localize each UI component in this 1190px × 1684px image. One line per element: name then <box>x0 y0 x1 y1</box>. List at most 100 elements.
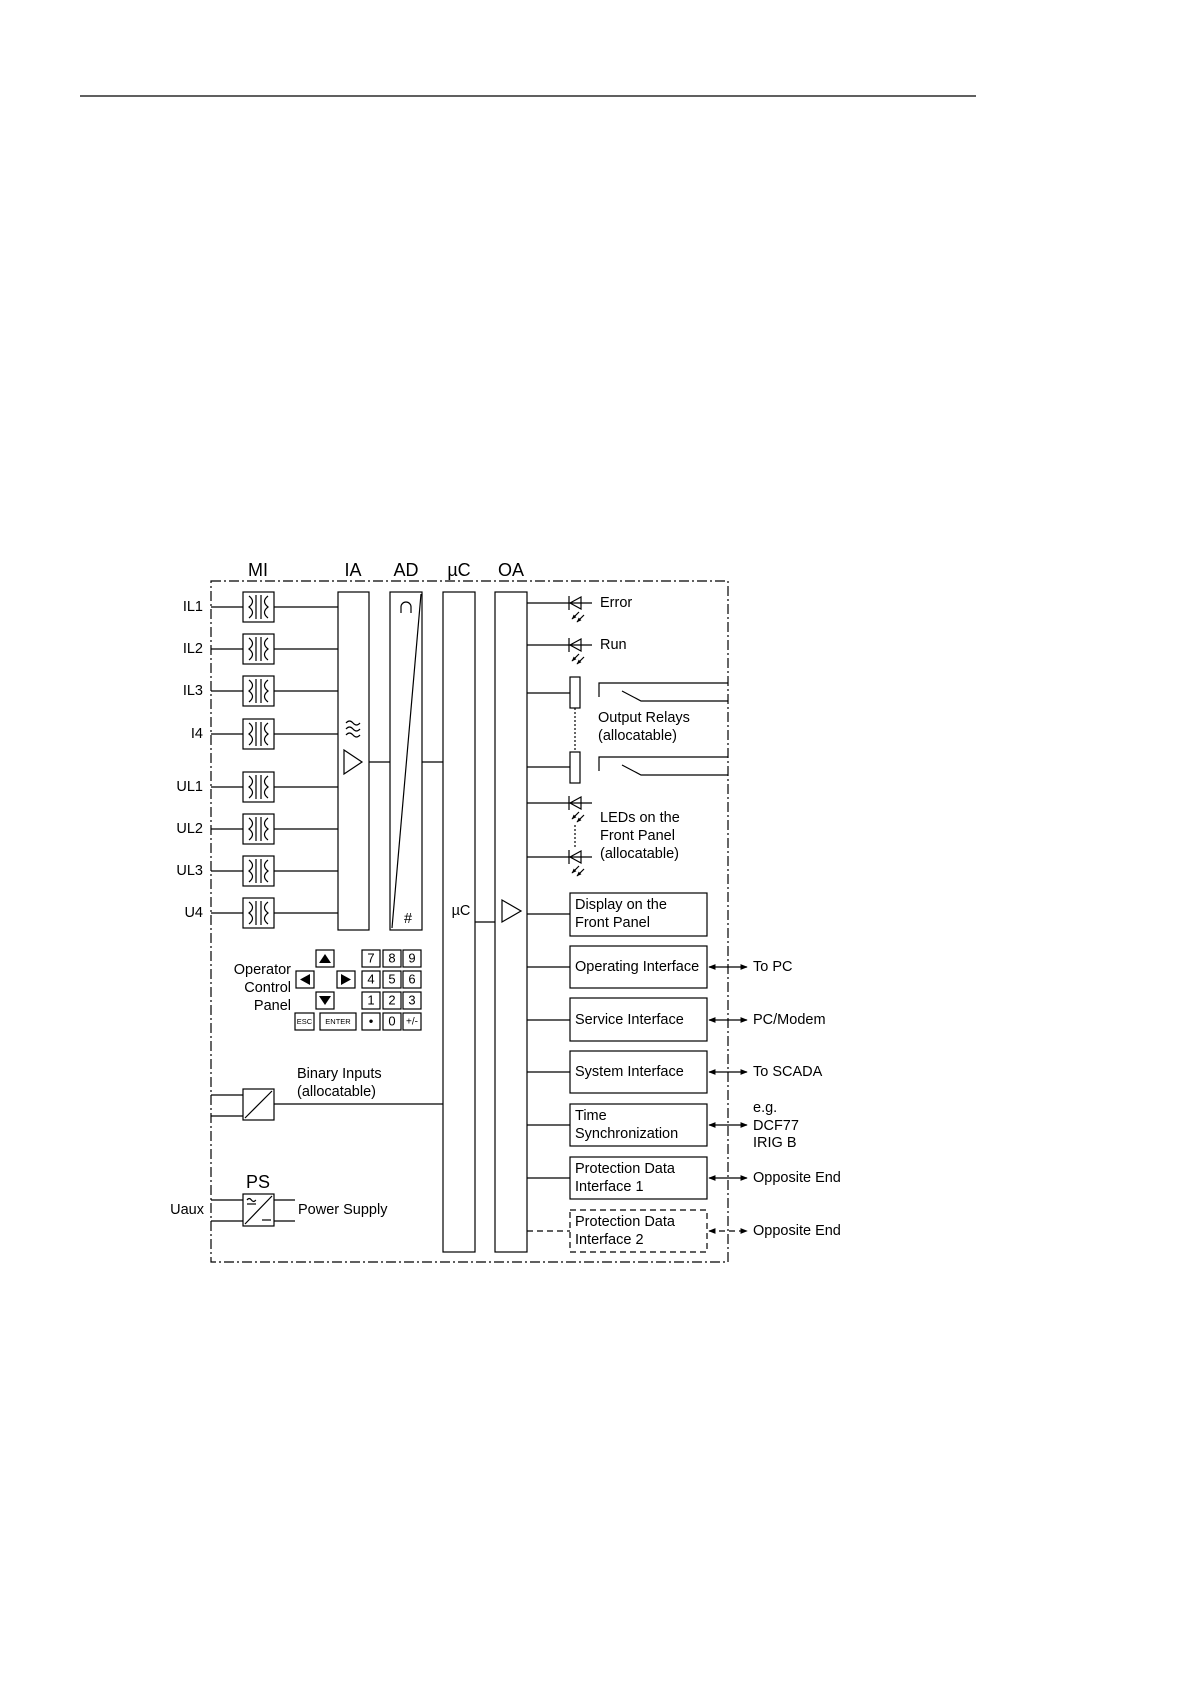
filter-icon <box>345 720 361 738</box>
device-boundary <box>210 580 729 1263</box>
input-amplifier-block <box>337 591 390 931</box>
measuring-inputs: IL1 IL2 IL3 <box>176 591 338 929</box>
transformer-icon <box>242 718 275 750</box>
keypad-key: 4 <box>361 970 381 989</box>
header-oa: OA <box>498 560 524 580</box>
svg-text:3: 3 <box>408 992 415 1007</box>
panel-label: Panel <box>254 998 291 1014</box>
keypad-key: +/- <box>402 1012 422 1031</box>
keypad-key: 0 <box>382 1012 402 1031</box>
keypad-key: 9 <box>402 949 422 968</box>
power-supply-label: Power Supply <box>298 1202 388 1218</box>
time-sync-interface: Time Synchronization e.g. DCF77 IRIG B <box>527 1100 799 1151</box>
interface-label: Protection Data <box>575 1161 676 1177</box>
svg-text:7: 7 <box>367 950 374 965</box>
operating-interface: Operating Interface To PC <box>527 945 793 989</box>
power-supply-header: PS <box>246 1172 270 1192</box>
output-relays: Output Relays (allocatable) <box>527 676 728 784</box>
keypad-key: 7 <box>361 949 381 968</box>
arrow-right-key-icon <box>336 970 356 989</box>
interface-label: Front Panel <box>575 915 650 931</box>
power-supply: PS Uaux Power Supply <box>170 1172 388 1227</box>
arrow-down-key-icon <box>315 991 335 1010</box>
ac-dc-converter-icon <box>242 1193 275 1227</box>
optocoupler-icon <box>242 1088 275 1121</box>
output-relays-note: (allocatable) <box>598 728 677 744</box>
error-label: Error <box>600 595 632 611</box>
amplifier-icon <box>343 748 364 776</box>
input-label: UL3 <box>176 863 203 879</box>
relay-contact-icon <box>598 756 728 776</box>
numeric-keypad: 7 8 9 4 5 6 1 2 3 • 0 +/- <box>361 949 422 1031</box>
error-led: Error <box>527 595 632 623</box>
led-icon <box>568 637 585 665</box>
front-leds-label: Front Panel <box>600 828 675 844</box>
keypad-key: • <box>361 1012 381 1031</box>
ad-converter-block: # <box>389 591 443 931</box>
input-row: IL2 <box>183 633 338 665</box>
aux-voltage-label: Uaux <box>170 1202 205 1218</box>
svg-text:9: 9 <box>408 950 415 965</box>
interface-label: System Interface <box>575 1064 684 1080</box>
input-label: UL1 <box>176 779 203 795</box>
interface-target: To PC <box>753 959 793 975</box>
system-interface: System Interface To SCADA <box>527 1050 823 1094</box>
svg-text:+/-: +/- <box>406 1017 418 1028</box>
interface-target: To SCADA <box>753 1064 823 1080</box>
input-row: IL1 <box>183 591 338 623</box>
interface-target: Opposite End <box>753 1170 841 1186</box>
led-icon <box>568 595 585 623</box>
input-label: IL2 <box>183 641 203 657</box>
svg-text:4: 4 <box>367 971 374 986</box>
transformer-icon <box>242 771 275 803</box>
microcontroller-block: µC <box>442 591 495 1253</box>
arrow-up-key-icon <box>315 949 335 968</box>
esc-key: ESC <box>294 1012 315 1031</box>
transformer-icon <box>242 897 275 929</box>
keypad-key: 2 <box>382 991 402 1010</box>
keypad-key: 1 <box>361 991 381 1010</box>
digital-symbol: # <box>404 911 412 927</box>
input-row: UL2 <box>176 813 338 845</box>
binary-inputs-label: Binary Inputs <box>297 1066 382 1082</box>
interface-label: Time <box>575 1108 607 1124</box>
header-mi: MI <box>248 560 268 580</box>
svg-text:8: 8 <box>388 950 395 965</box>
relay-coil-icon <box>569 751 581 784</box>
transformer-icon <box>242 813 275 845</box>
front-leds-note: (allocatable) <box>600 846 679 862</box>
enter-key: ENTER <box>319 1012 357 1031</box>
keypad-key: 5 <box>382 970 402 989</box>
led-icon <box>568 849 585 877</box>
svg-text:ESC: ESC <box>297 1017 313 1026</box>
service-interface: Service Interface PC/Modem <box>527 997 826 1042</box>
display-interface: Display on the Front Panel <box>527 892 708 937</box>
input-row: UL1 <box>176 771 338 803</box>
interface-target: DCF77 <box>753 1118 799 1134</box>
led-icon <box>568 795 585 823</box>
interfaces: Display on the Front Panel Operating Int… <box>527 892 841 1253</box>
arrow-left-key-icon <box>295 970 315 989</box>
transformer-icon <box>242 633 275 665</box>
header-ia: IA <box>344 560 361 580</box>
output-amplifier-block <box>494 591 528 1253</box>
microcontroller-label: µC <box>452 903 471 919</box>
interface-label: Synchronization <box>575 1126 678 1142</box>
interface-label: Operating Interface <box>575 959 699 975</box>
interface-label: Service Interface <box>575 1012 684 1028</box>
keypad-key: 8 <box>382 949 402 968</box>
panel-label: Operator <box>234 962 291 978</box>
front-leds-label: LEDs on the <box>600 810 680 826</box>
input-label: UL2 <box>176 821 203 837</box>
svg-text:6: 6 <box>408 971 415 986</box>
keypad-key: 6 <box>402 970 422 989</box>
input-label: I4 <box>191 726 203 742</box>
input-row: IL3 <box>183 675 338 707</box>
input-label: U4 <box>184 905 203 921</box>
input-row: U4 <box>184 897 338 929</box>
amplifier-icon <box>501 898 523 924</box>
run-led: Run <box>527 637 627 665</box>
svg-text:0: 0 <box>388 1013 395 1028</box>
protection-data-interface-1: Protection Data Interface 1 Opposite End <box>527 1156 841 1200</box>
relay-coil-icon <box>569 676 581 709</box>
